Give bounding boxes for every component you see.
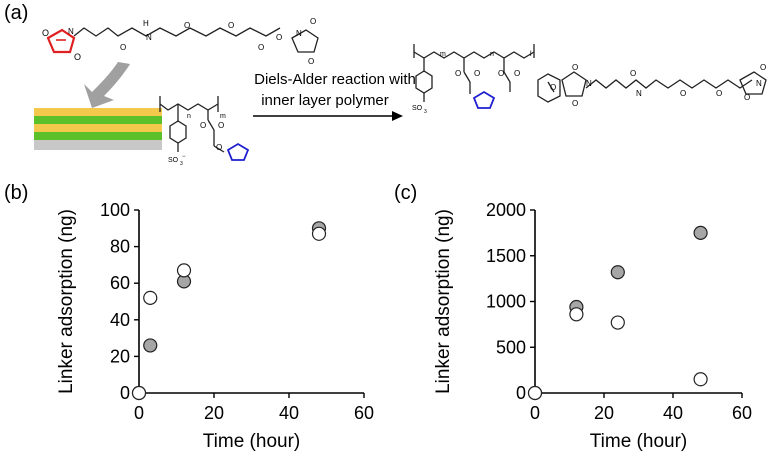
svg-text:3: 3 (424, 109, 427, 115)
x-tick-label: 60 (354, 403, 374, 423)
svg-text:O: O (760, 63, 766, 72)
y-axis-label: Linker adsorption (ng) (433, 209, 454, 394)
data-point-filled (143, 338, 158, 353)
x-tick-label: 60 (732, 403, 752, 423)
curved-arrow-icon (84, 62, 130, 108)
y-tick-label: 0 (516, 383, 526, 403)
svg-text:N: N (296, 29, 302, 38)
svg-text:3: 3 (180, 161, 183, 167)
y-tick-label: 2000 (486, 200, 526, 220)
svg-text:O: O (514, 69, 520, 78)
svg-text:N: N (586, 79, 592, 88)
y-axis-label: Linker adsorption (ng) (56, 209, 77, 394)
data-point-open (143, 290, 158, 305)
x-tick-label: 0 (530, 403, 540, 423)
reaction-text-line2: inner layer polymer (261, 92, 389, 109)
x-tick-label: 40 (279, 403, 299, 423)
inner-polymer (159, 96, 250, 161)
y-tick-label: 80 (110, 237, 130, 257)
svg-text:SO: SO (168, 157, 179, 164)
svg-text:−: − (182, 154, 186, 160)
panel-label-c: (c) (394, 182, 418, 204)
svg-text:N: N (146, 33, 152, 42)
svg-text:O: O (218, 121, 224, 130)
svg-text:O: O (184, 21, 190, 30)
y-tick-label: 60 (110, 273, 130, 293)
svg-text:N: N (756, 79, 762, 88)
svg-text:O: O (716, 89, 722, 98)
data-point-open (610, 315, 625, 330)
svg-text:N: N (68, 27, 74, 36)
svg-text:O: O (550, 83, 556, 92)
svg-text:O: O (680, 89, 686, 98)
y-tick-label: 100 (100, 200, 130, 220)
svg-text:l: l (530, 51, 532, 58)
svg-text:O: O (200, 121, 206, 130)
svg-text:O: O (258, 43, 264, 52)
product-polymer (413, 44, 767, 109)
data-point-filled (610, 265, 625, 280)
svg-text:m: m (220, 113, 226, 120)
data-point-open (527, 385, 543, 401)
linker-chain (73, 27, 281, 37)
x-tick-label: 0 (134, 403, 144, 423)
x-axis-label: Time (hour) (590, 431, 687, 452)
svg-text:O: O (42, 28, 49, 38)
svg-text:n: n (490, 51, 494, 58)
reaction-text-line1: Diels-Alder reaction with (254, 71, 416, 88)
y-tick-label: 1000 (486, 292, 526, 312)
svg-text:N: N (636, 89, 642, 98)
reaction-scheme: O O N O H N O O O O N O O (34, 17, 767, 167)
svg-text:O: O (455, 69, 461, 78)
svg-text:O: O (744, 93, 750, 102)
svg-text:O: O (572, 99, 578, 108)
svg-text:O: O (276, 33, 282, 42)
data-point-open (693, 372, 708, 387)
panel-label-b: (b) (4, 182, 29, 204)
svg-text:O: O (474, 69, 480, 78)
svg-text:O: O (74, 52, 81, 62)
svg-text:O: O (498, 69, 504, 78)
maleimide-group: O O N (42, 27, 81, 62)
svg-text:O: O (228, 21, 234, 30)
svg-text:H: H (143, 19, 149, 28)
y-tick-label: 20 (110, 346, 130, 366)
data-point-open (311, 226, 327, 241)
x-tick-label: 20 (594, 403, 614, 423)
svg-text:m: m (440, 51, 446, 58)
svg-text:O: O (120, 43, 126, 52)
svg-text:SO: SO (412, 105, 423, 112)
y-tick-label: 1500 (486, 246, 526, 266)
x-axis-label: Time (hour) (203, 431, 300, 452)
svg-text:O: O (216, 143, 222, 152)
y-tick-label: 500 (496, 337, 526, 357)
svg-text:O: O (310, 17, 316, 26)
data-point-open (176, 263, 192, 278)
nhs-ring (291, 29, 319, 53)
data-point-open (569, 307, 584, 322)
svg-text:O: O (572, 63, 578, 72)
y-tick-label: 40 (110, 310, 130, 330)
y-tick-label: 0 (120, 383, 130, 403)
reaction-arrow-icon (253, 111, 403, 121)
data-point-open (131, 385, 147, 401)
data-point-filled (693, 225, 708, 240)
layered-film (34, 108, 162, 150)
x-tick-label: 40 (663, 403, 683, 423)
x-tick-label: 20 (204, 403, 224, 423)
panel-label-a: (a) (4, 2, 29, 24)
svg-text:O: O (630, 69, 636, 78)
svg-text:O: O (308, 57, 314, 66)
svg-text:n: n (187, 113, 191, 120)
